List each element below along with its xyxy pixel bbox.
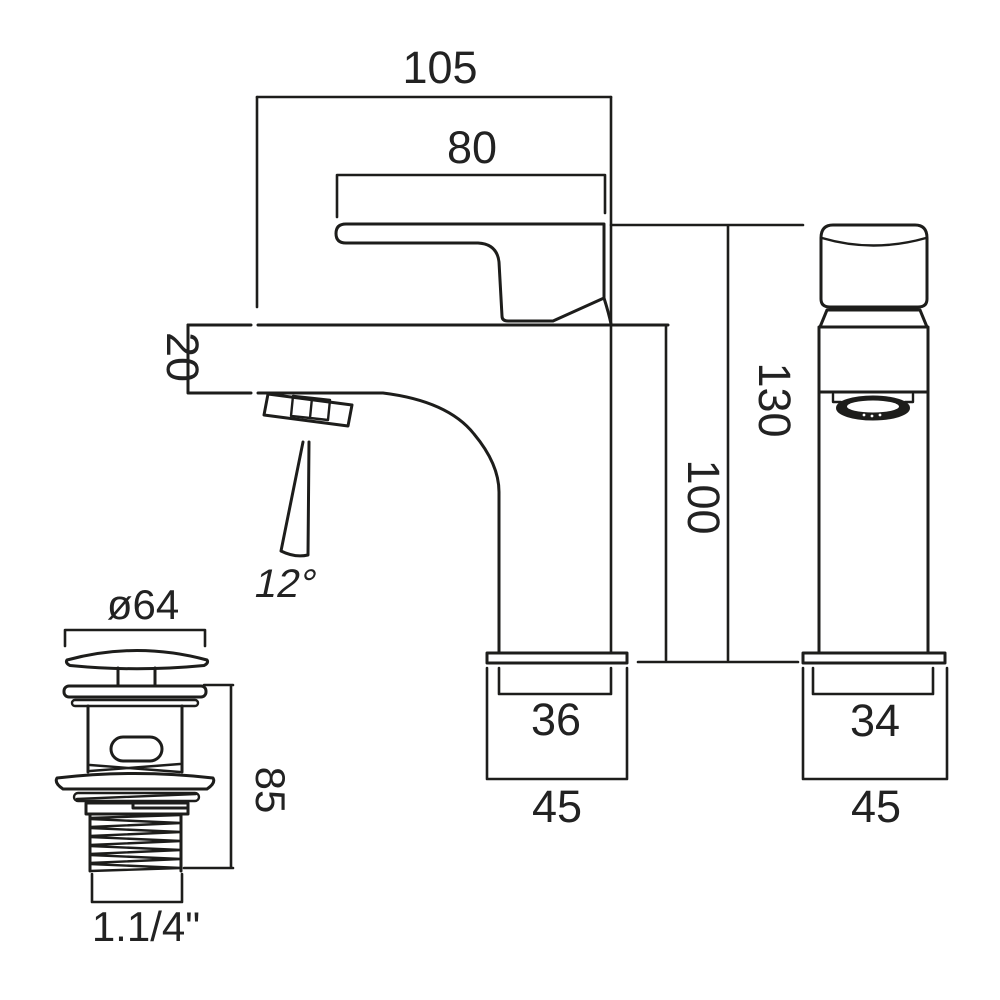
dim-bracket-base-width-front: [485, 666, 629, 781]
side-view: [801, 223, 949, 781]
side-handle-knob: [819, 223, 929, 309]
label-overall-height: 130: [749, 362, 800, 437]
front-base-flange: [485, 651, 629, 665]
lever-handle-outline: [334, 222, 606, 323]
label-overall-width: 105: [402, 42, 477, 93]
waste-seal-ring: [70, 698, 200, 708]
dim-bracket-body-width-front: [497, 666, 613, 696]
label-waste-height: 85: [247, 767, 294, 814]
side-neck: [818, 308, 929, 329]
knob-dome-arc: [820, 236, 928, 247]
label-body-width-side: 34: [850, 695, 900, 746]
label-handle-length: 80: [447, 122, 497, 173]
aerator-dot: [878, 413, 882, 417]
side-aerator-inner: [847, 400, 899, 413]
dim-bracket-body-width-side: [811, 666, 935, 696]
dim-bracket-thread-size: [90, 872, 184, 904]
cartridge-joint-line: [602, 296, 613, 326]
label-thread-size: 1.1/4": [92, 903, 200, 950]
side-base-flange: [801, 651, 947, 665]
dim-bracket-base-width-side: [801, 666, 949, 781]
dim-line-handle-length: [335, 173, 607, 219]
spout-tip-outline: [186, 323, 253, 395]
waste-body: [86, 704, 184, 774]
waste-overflow-slot: [109, 735, 164, 763]
label-base-width-side: 45: [851, 781, 901, 832]
height-dimensions: [609, 223, 805, 664]
spout-underside-curve: [256, 391, 501, 655]
side-body-column: [817, 325, 930, 655]
dim-line-waste-height: [182, 683, 235, 870]
waste-washer: [72, 791, 201, 803]
aerator-detail: [289, 394, 332, 422]
waste-joint-lines: [88, 762, 182, 774]
waste-washer-line: [75, 792, 198, 801]
water-stream-icon: [279, 440, 311, 558]
waste-dome-cap: [64, 649, 210, 671]
dimension-labels: 105 80 20 12° 36 45 100 130 34 45 ø64 85…: [92, 42, 901, 950]
aerator-dot: [862, 413, 866, 417]
waste-fitting: [54, 628, 235, 904]
waste-stem: [116, 666, 157, 688]
waste-locknut: [84, 801, 190, 816]
label-spray-angle: 12°: [251, 560, 321, 605]
waste-top-flange: [62, 684, 208, 699]
side-spout-lip-hooks: [831, 392, 915, 404]
waste-lower-flange: [54, 772, 216, 791]
front-view: [186, 95, 670, 781]
dim-line-cap-diameter: [63, 628, 207, 648]
label-base-width-front: 45: [532, 781, 582, 832]
aerator-dot: [870, 414, 874, 418]
aerator-icon: [262, 392, 354, 428]
label-spout-height: 100: [678, 459, 729, 534]
label-body-width-front: 36: [531, 694, 581, 745]
label-spout-tip-height: 20: [157, 332, 208, 382]
waste-thread-hatch: [88, 813, 183, 873]
label-cap-diameter: ø64: [107, 581, 179, 628]
